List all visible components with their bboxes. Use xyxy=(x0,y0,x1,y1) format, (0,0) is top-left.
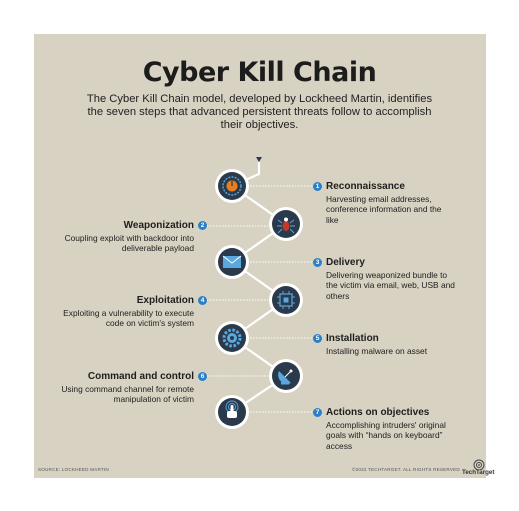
diagram-panel xyxy=(34,34,486,478)
step-badge-1: 1 xyxy=(313,182,322,191)
chip-icon xyxy=(277,291,295,309)
bug-icon xyxy=(277,217,295,234)
step-title: Installation xyxy=(326,333,379,344)
hand-tap-icon xyxy=(225,400,239,418)
gear-icon xyxy=(222,328,242,348)
step-installation: Installation Installing malware on asset xyxy=(326,333,456,356)
node-delivery xyxy=(215,245,249,279)
step-description: Harvesting email addresses, conference i… xyxy=(326,194,442,225)
step-title: Weaponization xyxy=(123,220,194,231)
step-exploitation: Exploitation Exploiting a vulnerability … xyxy=(60,295,194,329)
step-title: Actions on objectives xyxy=(326,407,430,418)
step-title: Delivery xyxy=(326,257,365,268)
diagram-title: Cyber Kill Chain xyxy=(142,57,377,88)
source-note: SOURCE: LOCKHEED MARTIN xyxy=(38,467,109,472)
step-description: Exploiting a vulnerability to execute co… xyxy=(63,308,194,329)
node-weaponization xyxy=(269,207,303,241)
step-description: Accomplishing intruders' original goals … xyxy=(326,420,446,451)
step-command-and-control: Command and control Using command channe… xyxy=(60,371,194,405)
node-installation xyxy=(215,321,249,355)
techtarget-brand: TechTarget xyxy=(462,469,495,476)
step-actions-on-objectives: Actions on objectives Accomplishing intr… xyxy=(326,407,456,451)
node-reconnaissance xyxy=(215,169,249,203)
power-target-icon xyxy=(222,176,242,196)
start-arrow-icon xyxy=(256,157,262,162)
step-title: Command and control xyxy=(87,371,194,382)
diagram-subtitle: The Cyber Kill Chain model, developed by… xyxy=(86,93,433,131)
node-actions-on-objectives xyxy=(215,395,249,429)
satellite-dish-icon xyxy=(278,369,293,385)
step-badge-7: 7 xyxy=(313,408,322,417)
step-description: Using command channel for remote manipul… xyxy=(61,384,194,405)
node-command-and-control xyxy=(269,359,303,393)
techtarget-logo-icon xyxy=(473,459,485,470)
step-badge-3: 3 xyxy=(313,258,322,267)
step-delivery: Delivery Delivering weaponized bundle to… xyxy=(326,257,456,301)
copyright-note: ©2022 TECHTARGET. ALL RIGHTS RESERVED xyxy=(352,467,460,472)
step-badge-5: 5 xyxy=(313,334,322,343)
step-description: Delivering weaponized bundle to the vict… xyxy=(326,270,455,301)
envelope-icon xyxy=(222,255,242,268)
step-badge-2: 2 xyxy=(198,221,207,230)
step-title: Reconnaissance xyxy=(326,181,405,192)
step-badge-4: 4 xyxy=(198,296,207,305)
step-badge-6: 6 xyxy=(198,372,207,381)
step-description: Installing malware on asset xyxy=(326,346,428,356)
step-title: Exploitation xyxy=(136,295,194,306)
step-description: Coupling exploit with backdoor into deli… xyxy=(64,233,194,254)
step-weaponization: Weaponization Coupling exploit with back… xyxy=(44,220,194,254)
leader-lines xyxy=(204,185,313,413)
node-exploitation xyxy=(269,283,303,317)
step-reconnaissance: Reconnaissance Harvesting email addresse… xyxy=(326,181,456,225)
